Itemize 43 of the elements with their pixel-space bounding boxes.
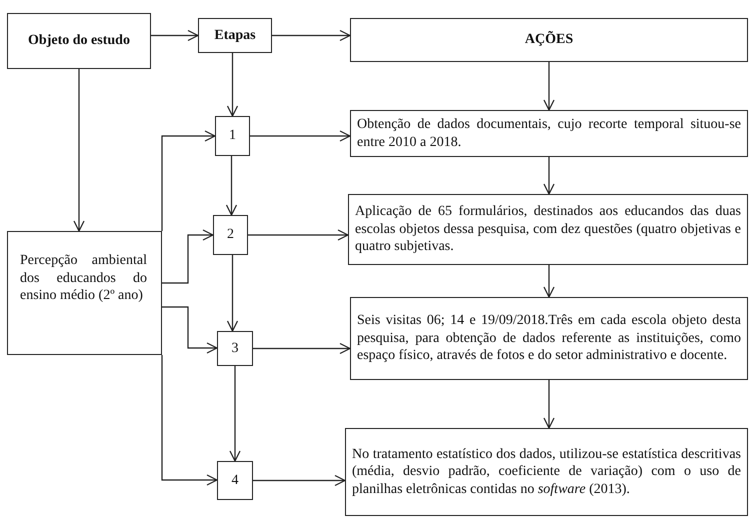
process-box [345,428,748,516]
arrow [248,229,349,241]
box-text: Obtenção de dados documentais, cujo recorte temporal situou-se entre 2010 a 2018. [357,116,741,151]
arrow [253,474,346,486]
arrow [543,380,555,429]
arrow [161,130,216,231]
box-text: Aplicação de 65 formulários, destinados aos educandos das duas escolas objetos dessa pesquisa, com dez questões (quatro objetivas e quatro subjetivas. [355,203,741,256]
process-box [350,297,748,380]
box-text: Objeto do estudo [28,32,130,50]
arrow [226,156,238,216]
box-text: AÇÕES [524,31,574,49]
arrow [162,229,214,284]
box-text: No tratamento estatístico dos dados, utilizou-se estatística descritivas (média, desvio padrão, coeficiente de variação) com o uso de planilhas eletrônicas contidas no software (2013). [352,446,741,498]
arrow [253,342,351,354]
box-text: Percepção ambiental dos educandos do ensino médio (2º ano) [20,252,147,304]
box-text: Seis visitas 06; 14 e 19/09/2018.Três em cada escola objeto desta pesquisa, para obtenção de dados referente as instituições, como espaço físico, através de fotos e do setor administrativo e docente. [357,312,741,365]
process-box [198,18,272,53]
step-box [215,116,250,156]
arrow [73,69,85,232]
arrow [272,30,351,42]
process-box [7,13,151,69]
step-number: 2 [227,226,234,244]
arrow [161,355,218,486]
arrow [226,53,238,117]
arrow [162,306,218,354]
step-number: 1 [229,127,236,145]
process-box [348,194,748,265]
process-box [350,110,748,157]
box-text: Etapas [214,26,256,44]
step-box [213,215,248,255]
step-box [217,331,253,366]
process-box [7,231,162,355]
process-box [350,18,748,62]
step-box [217,461,253,500]
arrow [543,157,555,195]
step-number: 3 [232,340,238,358]
arrow [543,62,555,111]
step-number: 4 [232,472,238,490]
arrow [151,30,199,42]
arrow [226,255,238,332]
arrow [250,130,351,142]
arrow [543,265,555,298]
arrow [229,366,241,462]
